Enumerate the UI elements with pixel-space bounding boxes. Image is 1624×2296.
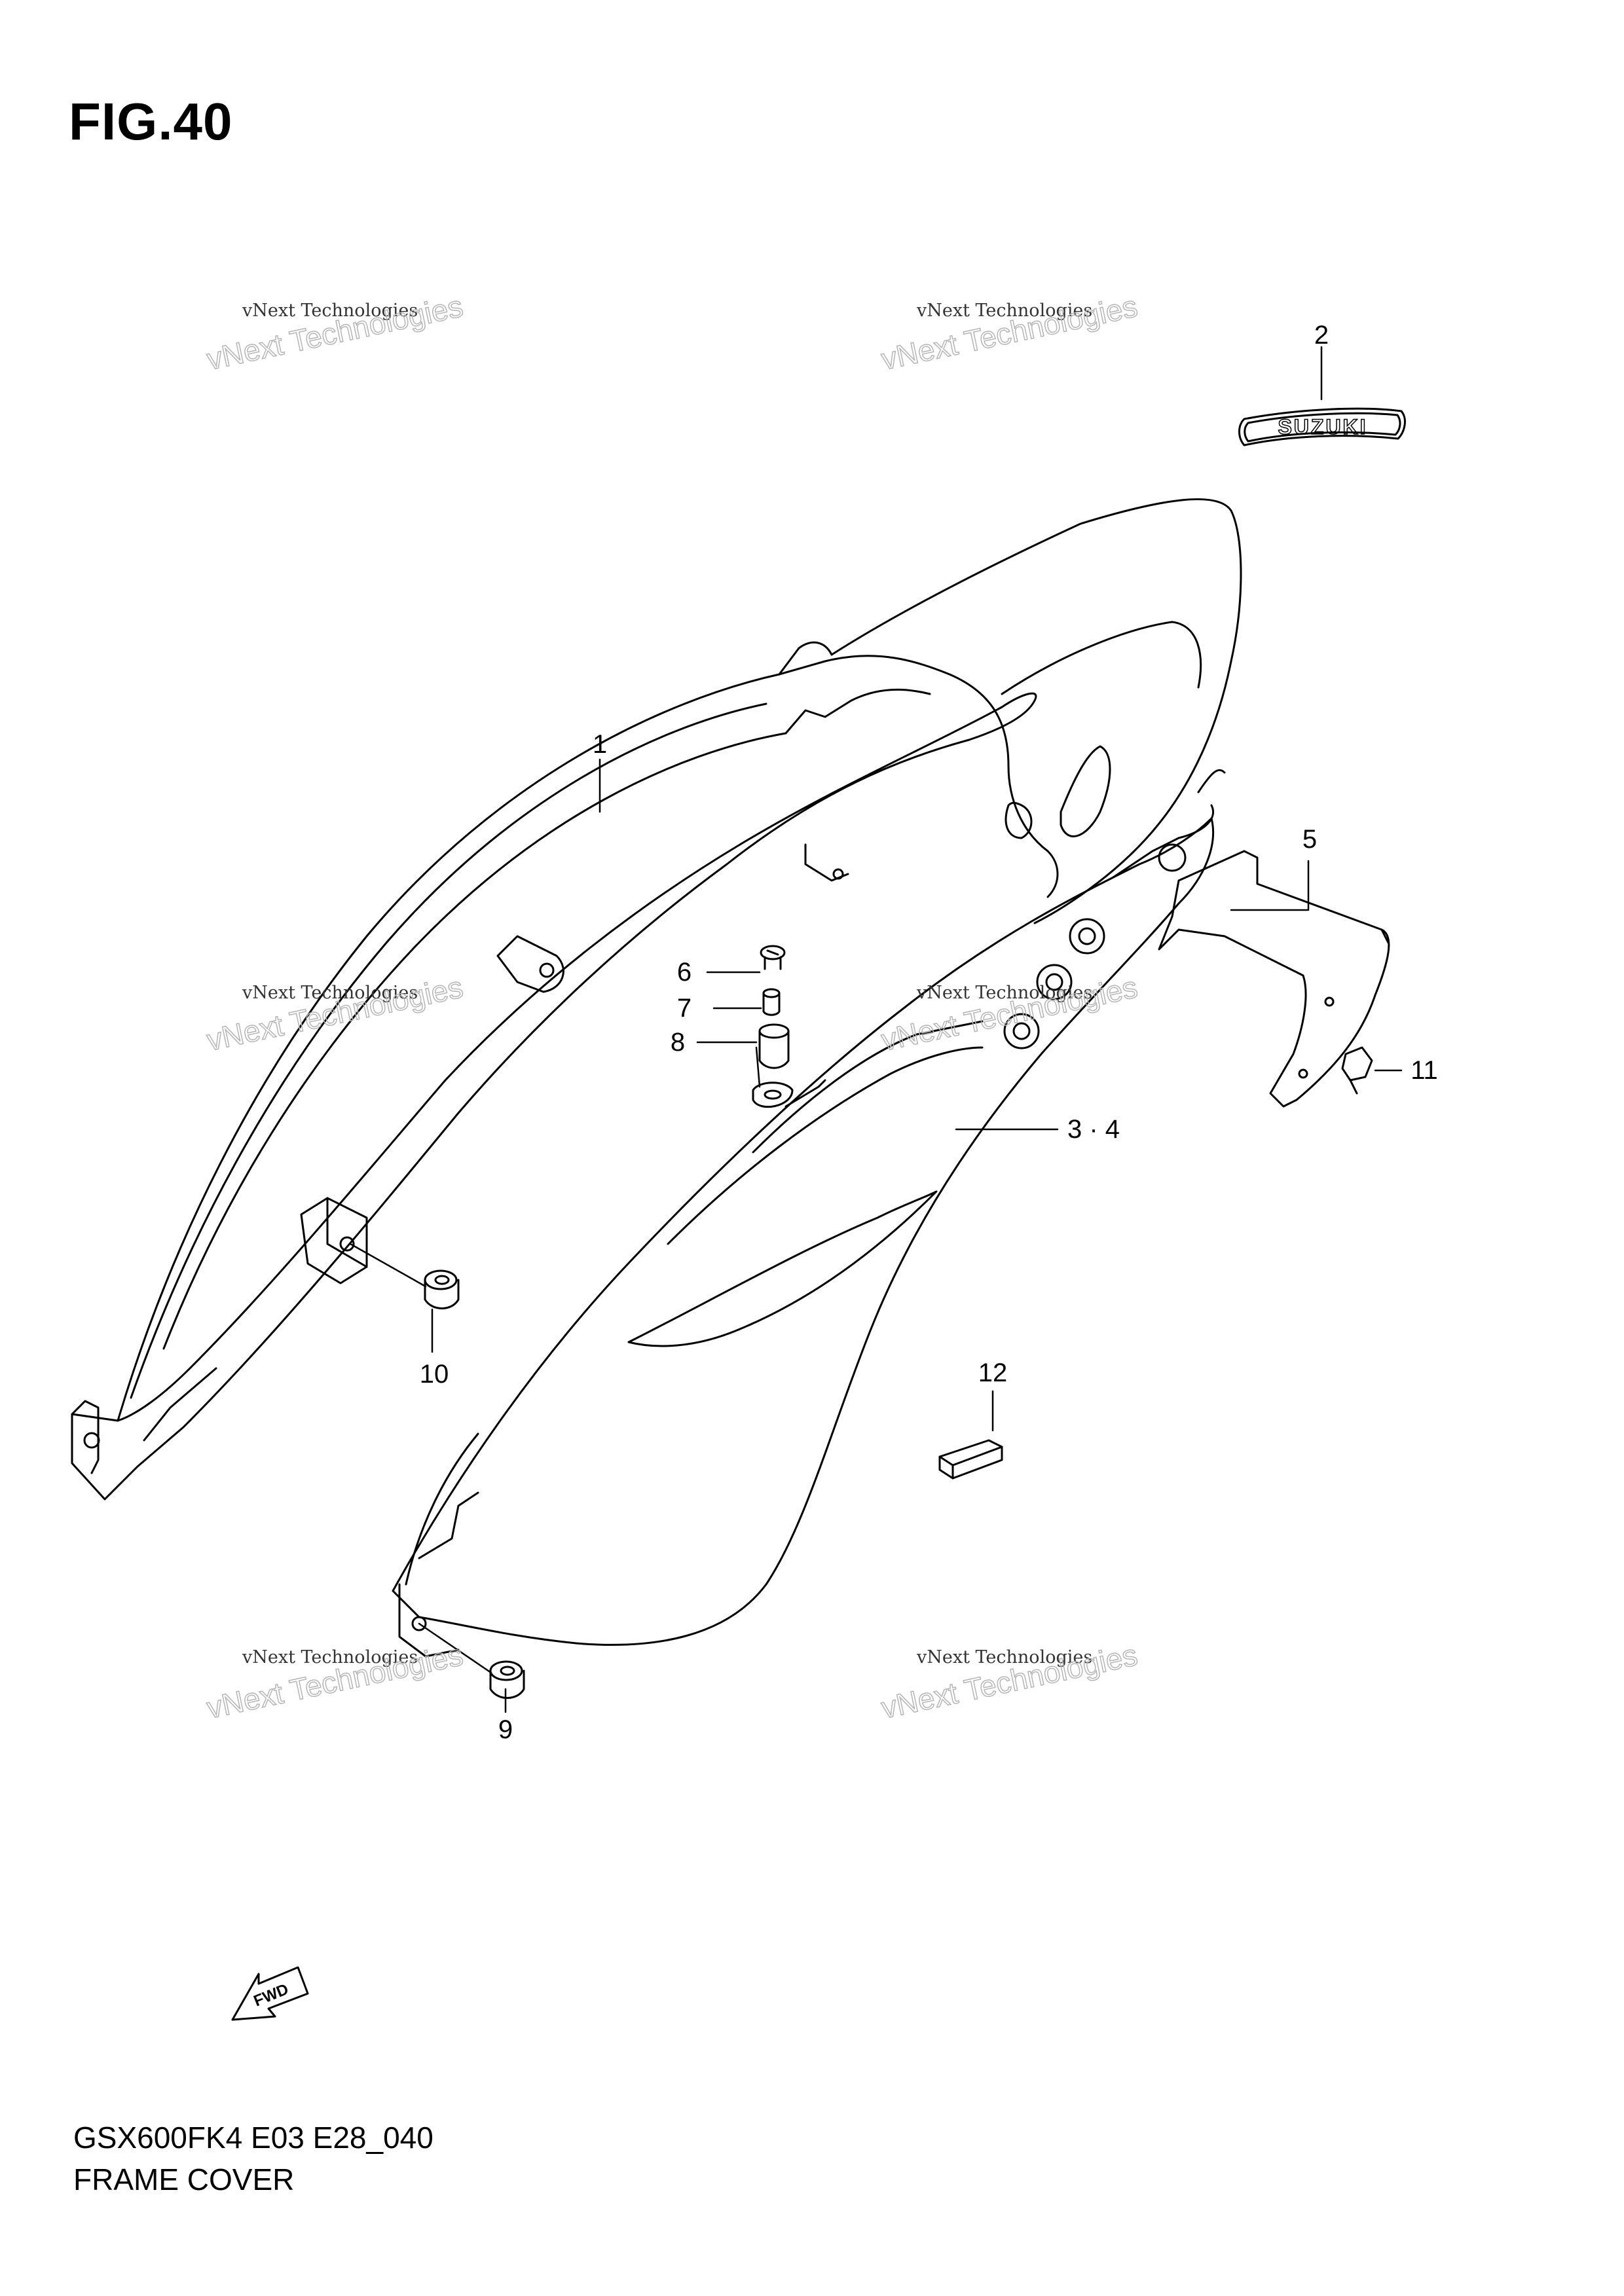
callout-9: 9 bbox=[498, 1715, 513, 1744]
damper-part-8 bbox=[752, 1023, 794, 1108]
forward-arrow-icon bbox=[231, 1966, 309, 2021]
callout-1: 1 bbox=[593, 730, 607, 759]
pad-part-12 bbox=[938, 1439, 1003, 1480]
callout-8: 8 bbox=[671, 1028, 685, 1057]
clip-part-11 bbox=[1341, 1046, 1373, 1095]
bracket-part-5 bbox=[1158, 850, 1390, 1108]
collar-part-7 bbox=[762, 988, 781, 1016]
grommet-part-9 bbox=[489, 1660, 525, 1699]
svg-text:vNext Technologies: vNext Technologies bbox=[916, 983, 1092, 1003]
model-code: GSX600FK4 E03 E28_040 bbox=[73, 2121, 434, 2155]
side-cover-part-3-4 bbox=[392, 769, 1226, 1658]
watermark: vNext Technologies vNext Technologies vN… bbox=[204, 288, 1141, 1725]
screw-part-6 bbox=[760, 945, 786, 970]
grommet-part-10 bbox=[424, 1269, 460, 1309]
leader-lines bbox=[349, 346, 1403, 1713]
forward-arrow-text: FWD bbox=[251, 1980, 291, 2011]
figure-caption: FRAME COVER bbox=[73, 2162, 295, 2196]
suzuki-emblem-part-2 bbox=[1238, 407, 1406, 446]
svg-text:vNext Technologies: vNext Technologies bbox=[242, 983, 418, 1003]
callout-10: 10 bbox=[420, 1360, 449, 1389]
callout-6: 6 bbox=[677, 958, 692, 987]
svg-text:vNext Technologies: vNext Technologies bbox=[916, 301, 1092, 321]
callout-5: 5 bbox=[1302, 825, 1317, 854]
callout-2: 2 bbox=[1314, 321, 1329, 350]
svg-text:vNext Technologies: vNext Technologies bbox=[242, 301, 418, 321]
emblem-text: SUZUKI bbox=[1278, 415, 1367, 439]
callout-11: 11 bbox=[1411, 1056, 1438, 1085]
svg-text:vNext Technologies: vNext Technologies bbox=[242, 1647, 418, 1667]
callout-3-4: 3 · 4 bbox=[1067, 1115, 1120, 1144]
figure-title: FIG.40 bbox=[69, 92, 233, 151]
callout-12: 12 bbox=[978, 1358, 1008, 1387]
frame-cover-part-1 bbox=[71, 498, 1242, 1501]
svg-text:vNext Technologies: vNext Technologies bbox=[916, 1647, 1092, 1667]
callout-7: 7 bbox=[677, 994, 692, 1023]
